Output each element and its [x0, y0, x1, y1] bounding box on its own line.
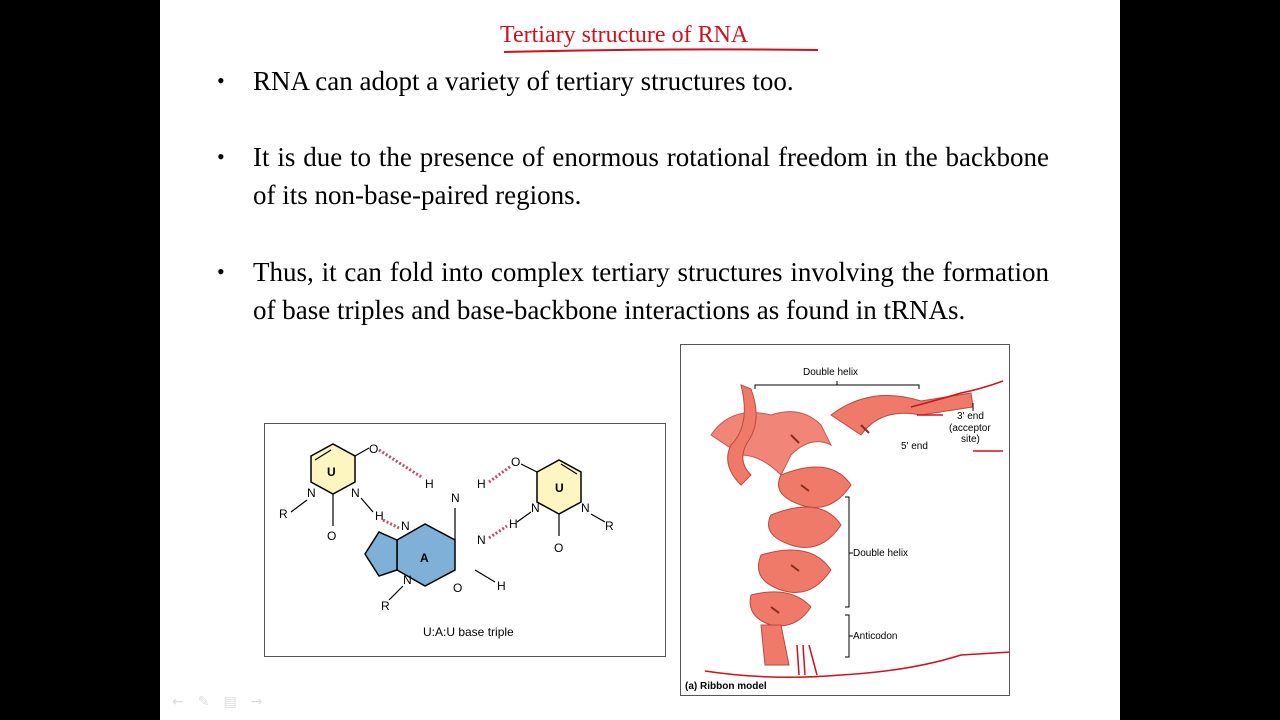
ribbon-caption: (a) Ribbon model	[685, 681, 767, 692]
end3-label-2: (acceptor	[949, 423, 991, 434]
atom-n: N	[531, 501, 540, 515]
left-uracil-label: U	[327, 465, 336, 479]
atom-h: H	[477, 477, 486, 491]
adenine-label: A	[420, 551, 429, 565]
atom-h: H	[425, 477, 434, 491]
base-triple-diagram: U O N N R O H A N H H N N N O H R	[279, 442, 614, 639]
ribbon-model-figure: Double helix 3' end	[680, 344, 1028, 696]
base-triple-caption: U:A:U base triple	[423, 625, 514, 639]
atom-h: H	[375, 509, 384, 523]
anticodon-label: Anticodon	[853, 631, 897, 642]
prev-slide-icon[interactable]: ←	[172, 694, 184, 710]
atom-n: N	[401, 519, 410, 533]
next-slide-icon[interactable]: →	[250, 694, 263, 710]
slide-title: Tertiary structure of RNA	[500, 22, 749, 48]
atom-n: N	[581, 501, 590, 515]
atom-n: N	[403, 573, 412, 587]
adenine-imidazole	[364, 531, 398, 577]
atom-n: N	[351, 486, 360, 500]
atom-h: H	[509, 517, 518, 531]
title-underline	[503, 48, 819, 53]
atom-n: N	[451, 491, 460, 505]
bullet-text: It is due to the presence of enormous ro…	[253, 142, 1049, 210]
bullet-dot: •	[217, 144, 225, 169]
end3-label: 3' end	[957, 411, 984, 422]
bullet-dot: •	[217, 259, 225, 284]
left-uracil-ring	[310, 443, 356, 495]
atom-n: N	[307, 486, 316, 500]
double-helix-side-label: Double helix	[853, 548, 908, 559]
ribbon-arrows	[770, 424, 870, 614]
end5-label: 5' end	[901, 441, 928, 452]
slide-nav: ← ✎ ▤ →	[172, 694, 262, 710]
atom-o: O	[453, 581, 462, 595]
atom-o: O	[554, 541, 563, 555]
ribbon-model-diagram: Double helix 3' end	[685, 367, 1028, 692]
hydrogen-bonds	[378, 448, 512, 540]
menu-icon[interactable]: ▤	[223, 694, 237, 710]
end3-label-3: site)	[961, 434, 980, 445]
bullet-2: • It is due to the presence of enormous …	[217, 138, 1049, 214]
atom-o: O	[369, 442, 378, 456]
bullet-3: • Thus, it can fold into complex tertiar…	[217, 253, 1049, 329]
atom-o: O	[511, 455, 520, 469]
right-uracil-label: U	[555, 481, 564, 495]
trna-ribbon	[710, 384, 974, 666]
atom-r: R	[279, 507, 288, 521]
bullet-text: RNA can adopt a variety of tertiary stru…	[253, 66, 794, 96]
right-uracil-ring	[536, 459, 582, 515]
atom-h: H	[497, 579, 506, 593]
bullet-text: Thus, it can fold into complex tertiary …	[253, 257, 1049, 325]
pen-icon[interactable]: ✎	[197, 694, 210, 710]
atom-o: O	[327, 529, 336, 543]
atom-r: R	[605, 519, 614, 533]
bullet-dot: •	[217, 68, 225, 93]
atom-n: N	[477, 533, 486, 547]
base-triple-figure: U O N N R O H A N H H N N N O H R	[264, 423, 666, 657]
double-helix-top-label: Double helix	[803, 367, 858, 378]
red-annotations	[704, 380, 1028, 678]
bullet-1: • RNA can adopt a variety of tertiary st…	[217, 62, 1053, 100]
atom-r: R	[381, 599, 390, 613]
slide: Tertiary structure of RNA • RNA can adop…	[160, 0, 1120, 720]
